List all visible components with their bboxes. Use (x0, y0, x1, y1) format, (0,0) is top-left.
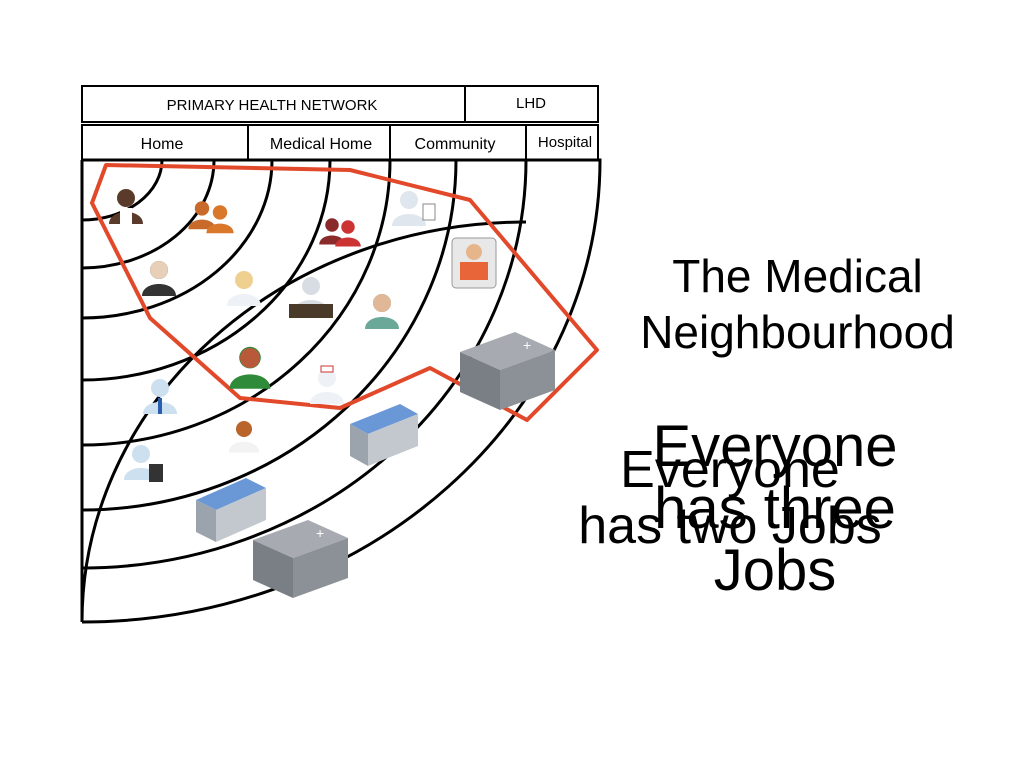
overlay-three-line-1: Everyone (652, 414, 898, 479)
overlay-two-line-1: Everyone (620, 441, 840, 499)
child-icon (228, 421, 260, 453)
zone-hospital-label: Hospital (538, 134, 592, 151)
warehouse-icon (350, 404, 418, 466)
lhd-box (464, 85, 599, 123)
svg-text:+: + (316, 525, 324, 541)
overlay-two-line-2: has two Jobs (578, 497, 882, 555)
zone-hospital-box (525, 124, 599, 161)
header-row: PRIMARY HEALTH NETWORK LHD (81, 85, 599, 123)
phn-label: PRIMARY HEALTH NETWORK (167, 97, 378, 114)
zone-community-label: Community (415, 136, 496, 153)
zone-home-label: Home (141, 136, 184, 153)
elderly-man-icon (142, 261, 176, 296)
title-line-1: The Medical (672, 250, 923, 302)
clinic-icon (196, 478, 266, 542)
hospital-building-2-icon: + (253, 520, 348, 598)
patient-in-bed-icon (451, 237, 497, 289)
doctor-stethoscope-icon (143, 379, 177, 414)
woman-green-icon (229, 346, 271, 389)
overlay-three-line-2: has three (654, 476, 896, 541)
overlay-three-jobs: Everyone has three Jobs (620, 416, 930, 602)
businesswoman-icon (109, 189, 143, 224)
neighbourhood-outline (90, 163, 599, 422)
receptionist-icon (289, 277, 333, 318)
diagram-title: The Medical Neighbourhood (615, 248, 980, 360)
man-calculator-icon (124, 445, 163, 482)
svg-text:+: + (523, 337, 531, 353)
overlay-two-jobs: Everyone has two Jobs (550, 442, 910, 554)
man-icon (365, 294, 399, 329)
phn-box (81, 85, 466, 123)
nurse-icon (227, 271, 261, 306)
title-line-2: Neighbourhood (640, 306, 955, 358)
zone-row: Home Medical Home Community Hospital (81, 124, 599, 161)
hospital-building-icon: + (460, 332, 555, 410)
overlay-three-line-3: Jobs (713, 538, 837, 603)
lhd-label: LHD (516, 95, 546, 112)
zone-medical-home-label: Medical Home (270, 136, 372, 153)
group-icon (319, 218, 361, 247)
doctor-icon (392, 191, 436, 226)
nurse-cap-icon (310, 365, 344, 404)
